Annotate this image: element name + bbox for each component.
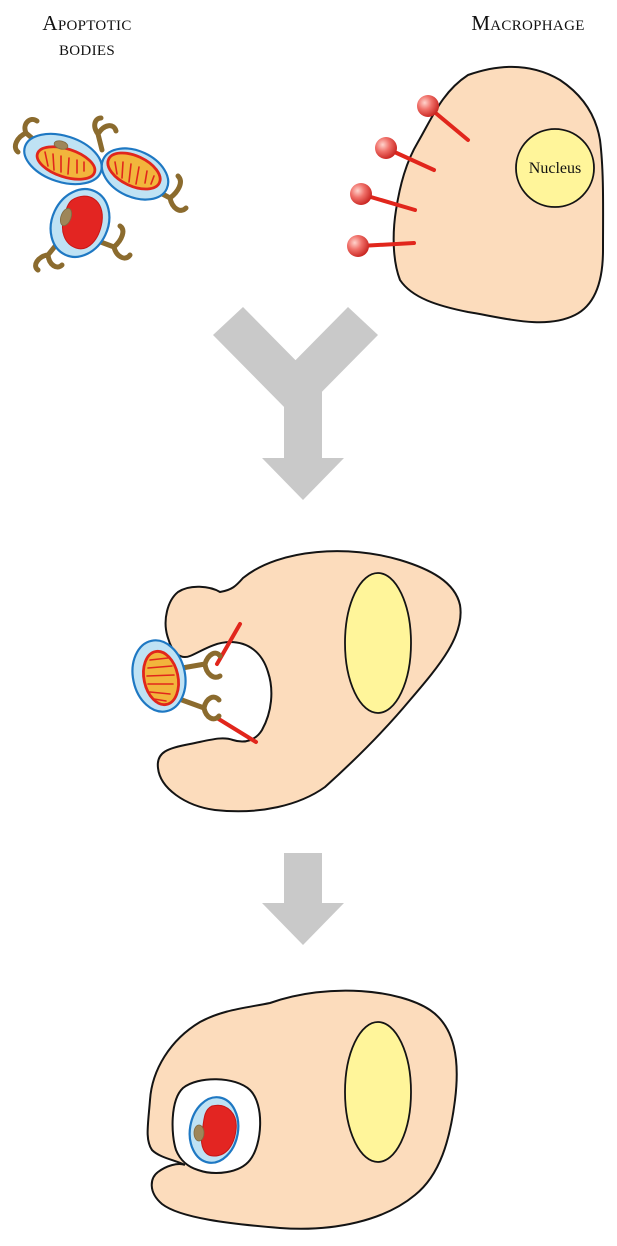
apoptotic-bodies-cluster	[15, 118, 186, 270]
apoptotic-body-2	[94, 118, 186, 210]
apoptotic-body-3	[36, 179, 130, 270]
ligand-bound-lower	[182, 697, 219, 719]
down-arrow-shaft	[284, 853, 322, 905]
receptor-head-icon	[350, 183, 372, 205]
merge-arrow	[213, 307, 378, 500]
macrophage-cell-2-engulfing	[126, 551, 461, 811]
nucleus-label: Nucleus	[529, 160, 581, 177]
macrophage-cell-3-phagosome	[148, 991, 457, 1229]
macrophage-nucleus	[345, 573, 411, 713]
macrophage-cell-1: Nucleus	[347, 67, 603, 322]
receptor-head-icon	[375, 137, 397, 159]
ligand-2a	[95, 118, 116, 150]
apoptotic-bodies-label-line2: bodies	[59, 36, 115, 60]
down-arrow-head	[262, 903, 344, 945]
macrophage-label: Macrophage	[471, 11, 584, 35]
macrophage-membrane	[158, 551, 461, 811]
down-arrow	[262, 853, 344, 945]
receptor-head-icon	[347, 235, 369, 257]
receptor-head-icon	[417, 95, 439, 117]
merge-arrow-head	[262, 458, 344, 500]
macrophage-nucleus	[345, 1022, 411, 1162]
apoptotic-bodies-label-line1: Apoptotic	[42, 11, 131, 35]
merge-arrow-shaft	[284, 385, 322, 461]
